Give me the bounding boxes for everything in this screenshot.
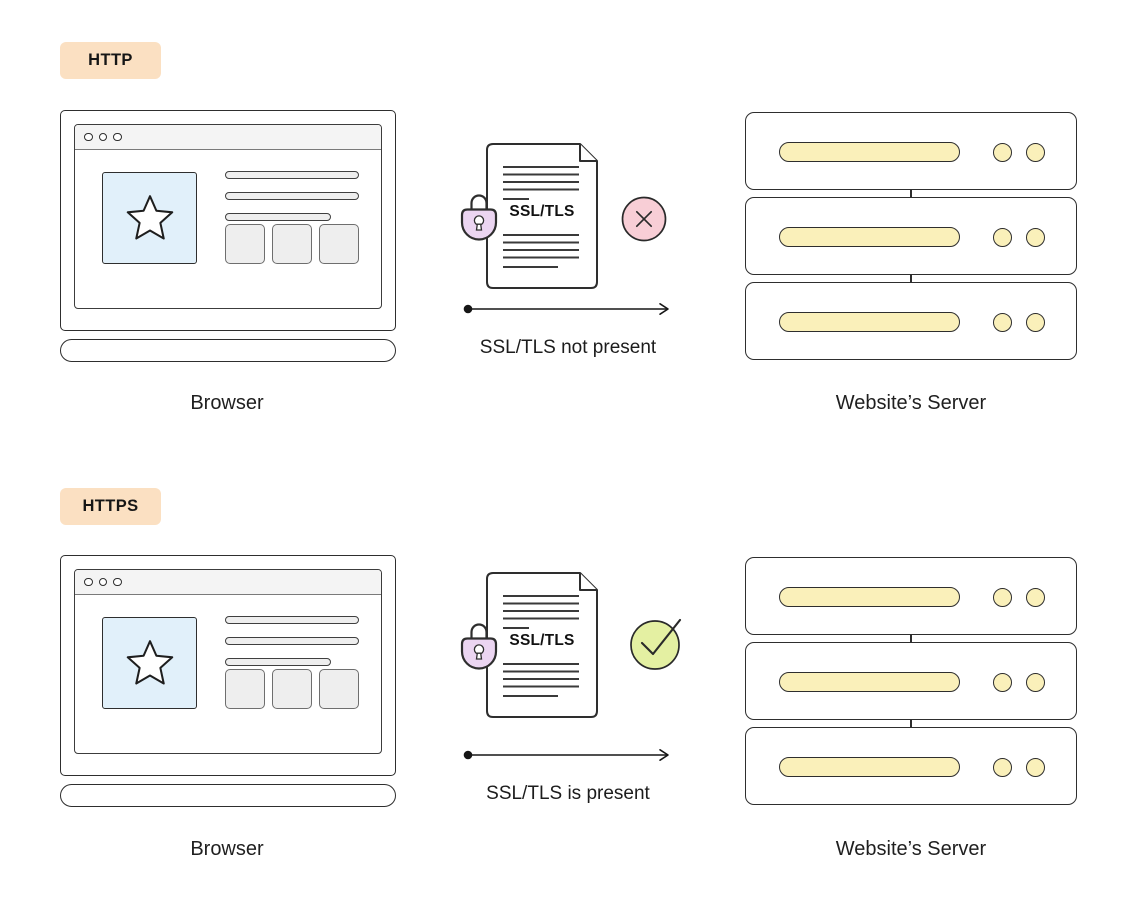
server-connector bbox=[910, 635, 912, 642]
browser-monitor bbox=[60, 110, 396, 331]
server-label: Website’s Server bbox=[835, 392, 987, 414]
server-led bbox=[993, 757, 1012, 777]
star-icon bbox=[126, 195, 173, 240]
browser-monitor bbox=[60, 555, 396, 776]
ssl-certificate: SSL/TLS bbox=[459, 572, 598, 720]
window-dot-icon bbox=[84, 577, 93, 587]
box-placeholder bbox=[225, 669, 265, 709]
document-icon bbox=[486, 143, 598, 289]
http-badge: HTTP bbox=[60, 42, 161, 79]
browser-titlebar bbox=[75, 125, 381, 150]
window-dot-icon bbox=[98, 577, 107, 587]
box-placeholder bbox=[272, 669, 312, 709]
star-icon bbox=[126, 640, 173, 685]
server-stack bbox=[745, 112, 1077, 360]
https-badge: HTTPS bbox=[60, 488, 161, 525]
window-dot-icon bbox=[113, 132, 122, 142]
server-stack bbox=[745, 557, 1077, 805]
document-icon bbox=[486, 572, 598, 718]
server-slot bbox=[779, 757, 960, 777]
browser-content bbox=[75, 595, 381, 753]
browser-titlebar bbox=[75, 570, 381, 595]
server-unit bbox=[745, 727, 1077, 805]
window-dot-icon bbox=[98, 132, 107, 142]
server-slot bbox=[779, 587, 960, 607]
ssl-certificate: SSL/TLS bbox=[459, 143, 598, 291]
server-slot bbox=[779, 312, 960, 332]
server-slot bbox=[779, 672, 960, 692]
server-led bbox=[993, 312, 1012, 332]
text-line-placeholder bbox=[225, 192, 359, 200]
section-https: HTTPS bbox=[0, 446, 1122, 898]
padlock-icon bbox=[460, 194, 498, 241]
browser-window bbox=[74, 124, 382, 309]
image-placeholder bbox=[102, 172, 197, 264]
flow-caption: SSL/TLS is present bbox=[486, 783, 650, 804]
server-unit bbox=[745, 197, 1077, 275]
server-led bbox=[993, 587, 1012, 607]
server-led bbox=[1026, 587, 1045, 607]
browser-illustration bbox=[60, 110, 396, 362]
server-connector bbox=[910, 720, 912, 727]
browser-label: Browser bbox=[190, 392, 264, 414]
window-dot-icon bbox=[84, 132, 93, 142]
box-placeholder bbox=[225, 224, 265, 264]
ssl-tls-label: SSL/TLS bbox=[509, 632, 575, 649]
server-led bbox=[993, 142, 1012, 162]
arrow-right-icon bbox=[463, 303, 669, 315]
laptop-base bbox=[60, 339, 396, 362]
server-led bbox=[993, 227, 1012, 247]
server-slot bbox=[779, 142, 960, 162]
box-placeholder bbox=[319, 669, 359, 709]
server-led bbox=[1026, 227, 1045, 247]
window-dot-icon bbox=[113, 577, 122, 587]
server-led bbox=[1026, 312, 1045, 332]
check-circle-icon bbox=[630, 618, 682, 670]
padlock-icon bbox=[460, 623, 498, 670]
server-led bbox=[993, 672, 1012, 692]
laptop-base bbox=[60, 784, 396, 807]
text-line-placeholder bbox=[225, 658, 331, 666]
document-text-lines bbox=[503, 595, 579, 697]
server-connector bbox=[910, 190, 912, 197]
browser-content bbox=[75, 150, 381, 308]
section-http: HTTP bbox=[0, 0, 1122, 446]
text-line-placeholder bbox=[225, 616, 359, 624]
browser-label: Browser bbox=[190, 838, 264, 860]
text-line-placeholder bbox=[225, 637, 359, 645]
browser-window bbox=[74, 569, 382, 754]
server-unit bbox=[745, 282, 1077, 360]
image-placeholder bbox=[102, 617, 197, 709]
text-line-placeholder bbox=[225, 213, 331, 221]
server-led bbox=[1026, 142, 1045, 162]
text-line-placeholder bbox=[225, 171, 359, 179]
box-placeholder bbox=[319, 224, 359, 264]
document-text-lines bbox=[503, 166, 579, 268]
arrow-right-icon bbox=[463, 749, 669, 761]
server-label: Website’s Server bbox=[835, 838, 987, 860]
flow-caption: SSL/TLS not present bbox=[479, 337, 657, 358]
server-slot bbox=[779, 227, 960, 247]
browser-illustration bbox=[60, 555, 396, 807]
ssl-tls-label: SSL/TLS bbox=[509, 203, 575, 220]
server-connector bbox=[910, 275, 912, 282]
x-circle-icon bbox=[621, 196, 667, 242]
server-unit bbox=[745, 112, 1077, 190]
server-led bbox=[1026, 757, 1045, 777]
server-unit bbox=[745, 642, 1077, 720]
server-unit bbox=[745, 557, 1077, 635]
box-placeholder bbox=[272, 224, 312, 264]
server-led bbox=[1026, 672, 1045, 692]
